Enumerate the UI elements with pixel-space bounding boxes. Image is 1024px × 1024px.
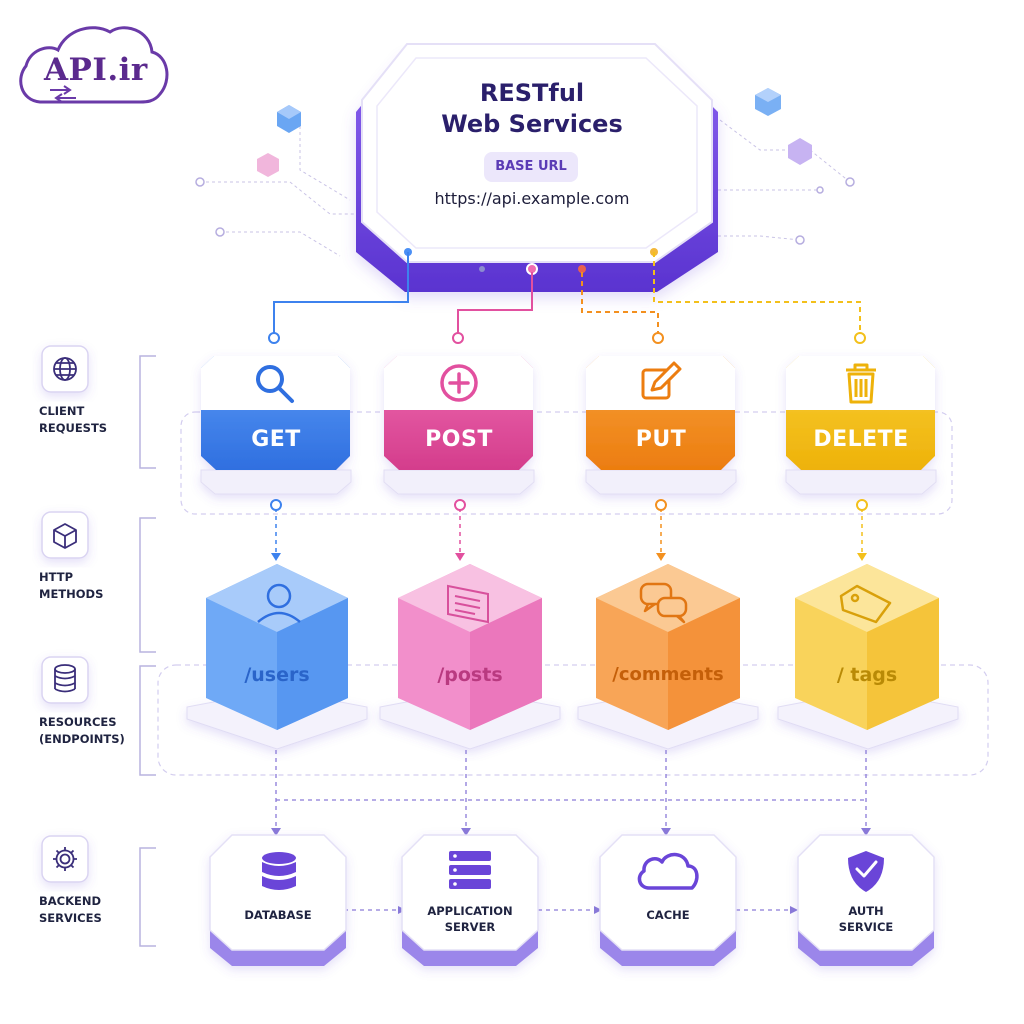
service-label-database: DATABASE [213, 907, 343, 923]
service-label-line: SERVER [444, 920, 496, 934]
hub-title-line2: Web Services [441, 110, 623, 138]
side-label-line: METHODS [39, 587, 104, 601]
side-label-client-requests: CLIENT REQUESTS [39, 403, 149, 437]
side-label-line: RESOURCES [39, 715, 117, 729]
gear-icon [53, 847, 77, 871]
resource-label-posts: /posts [437, 664, 503, 686]
resource-cube-posts[interactable] [379, 564, 561, 750]
service-label-line: DATABASE [244, 908, 312, 922]
document-icon [447, 584, 489, 624]
hub-connectors [273, 252, 861, 336]
tag-icon [839, 584, 892, 624]
logo-cloud-icon [19, 26, 169, 104]
service-label-line: AUTH [848, 904, 884, 918]
side-label-resources: RESOURCES (ENDPOINTS) [39, 714, 149, 748]
database-icon [262, 852, 296, 890]
side-label-line: SERVICES [39, 911, 102, 925]
side-label-line: BACKEND [39, 894, 102, 908]
service-label-cache: CACHE [603, 907, 733, 923]
connector-nodes-top [268, 332, 866, 344]
resource-cube-users[interactable] [186, 564, 368, 750]
side-label-http-methods: HTTP METHODS [39, 569, 149, 603]
hub-title-line1: RESTful [479, 79, 585, 107]
method-card-get[interactable] [200, 356, 352, 495]
service-cache[interactable] [599, 834, 737, 966]
service-label-line: CACHE [646, 908, 690, 922]
cloud-icon [637, 852, 699, 890]
resource-cube-comments[interactable] [577, 564, 759, 750]
logo-text[interactable]: API.ir [44, 52, 148, 88]
service-hexagons [209, 834, 935, 966]
method-label-post: POST [425, 427, 493, 452]
shield-icon [848, 851, 884, 892]
edit-icon [641, 361, 682, 400]
server-icon [449, 851, 491, 889]
service-label-line: APPLICATION [427, 904, 513, 918]
small-cube-icon [257, 88, 812, 177]
service-label-application-server: APPLICATION SERVER [405, 903, 535, 935]
base-url-link[interactable]: https://api.example.com [434, 189, 630, 208]
method-cards [200, 356, 937, 495]
resource-cubes [186, 564, 959, 750]
side-icon-boxes [41, 345, 89, 883]
side-label-line: (ENDPOINTS) [39, 732, 125, 746]
search-icon [256, 365, 294, 403]
resource-label-comments: /comments [612, 664, 724, 685]
connector-nodes-mid [270, 499, 868, 511]
method-label-get: GET [251, 427, 301, 452]
base-url-badge: BASE URL [484, 152, 578, 182]
globe-icon [53, 357, 77, 381]
stack-icon [54, 664, 76, 693]
resource-label-tags: / tags [836, 664, 898, 686]
service-label-auth: AUTH SERVICE [801, 903, 931, 935]
trash-icon [846, 363, 876, 404]
cube-icon [53, 523, 77, 549]
service-label-line: SERVICE [838, 920, 894, 934]
user-icon [257, 583, 301, 623]
resource-cube-tags[interactable] [777, 564, 959, 750]
chat-icon [639, 582, 688, 624]
method-label-put: PUT [635, 427, 687, 452]
side-label-line: CLIENT [39, 404, 85, 418]
service-arrows [271, 828, 871, 914]
resource-label-users: /users [244, 664, 310, 686]
plus-circle-icon [440, 364, 478, 402]
method-connectors [275, 508, 863, 556]
hub-title: RESTful Web Services [402, 78, 662, 140]
service-application-server[interactable] [401, 834, 539, 966]
hub-ports [404, 248, 658, 275]
connector-arrows [271, 553, 867, 561]
service-database[interactable] [209, 834, 347, 966]
method-card-delete[interactable] [785, 356, 937, 495]
circuit-decoration [200, 119, 851, 257]
circuit-nodes [195, 177, 855, 245]
service-auth[interactable] [797, 834, 935, 966]
method-label-delete: DELETE [813, 427, 909, 452]
side-label-line: HTTP [39, 570, 74, 584]
group-outlines [157, 411, 989, 776]
service-bus [275, 750, 867, 911]
side-label-line: REQUESTS [39, 421, 108, 435]
side-label-backend-services: BACKEND SERVICES [39, 893, 149, 927]
side-brackets [139, 355, 156, 947]
